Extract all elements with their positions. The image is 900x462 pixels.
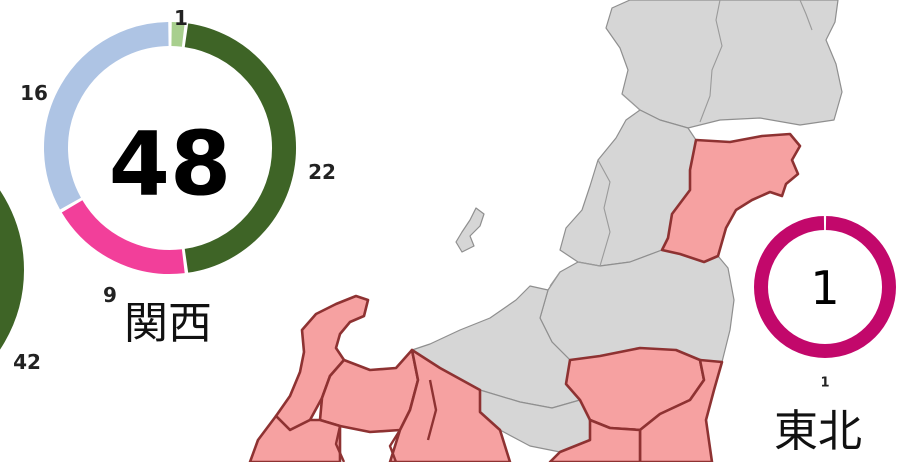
kansai-donut-segment-9[interactable] (61, 199, 185, 274)
kansai-segment-label-9: 9 (103, 283, 117, 307)
tohoku-total-count: 1 (810, 261, 839, 315)
sado-island[interactable] (455, 207, 485, 253)
kansai-region-name: 関西 (124, 298, 212, 349)
kansai-segment-label-1: 1 (174, 6, 188, 30)
kansai-segment-label-16: 16 (20, 81, 48, 105)
kansai-donut-segment-16[interactable] (44, 22, 169, 210)
prefecture-saitama-area[interactable] (548, 418, 642, 462)
map-red-prefectures (248, 294, 724, 462)
kansai-donut-segment-1[interactable] (171, 22, 185, 47)
tohoku-donut: 1 1 (754, 215, 896, 391)
left-partial-donut-segment[interactable] (0, 156, 24, 385)
left-partial-donut: 42 (0, 156, 41, 385)
prefecture-miyagi[interactable] (660, 132, 802, 264)
prefecture-nagano-gifu[interactable] (388, 348, 512, 462)
tohoku-region-name: 東北 (774, 406, 862, 457)
prefecture-ibaraki[interactable] (638, 358, 724, 462)
prefecture-fukushima[interactable] (539, 249, 735, 363)
kansai-segment-label-22: 22 (308, 160, 336, 184)
map-gray-prefectures (411, 0, 843, 453)
kansai-donut-segment-22[interactable] (184, 23, 296, 273)
tohoku-segment-label-1: 1 (820, 376, 829, 391)
kansai-total-count: 48 (109, 113, 231, 216)
kansai-donut: 48 1 22 9 16 (20, 6, 336, 307)
prefecture-aomori[interactable] (605, 0, 843, 129)
left-partial-segment-label: 42 (13, 350, 41, 374)
